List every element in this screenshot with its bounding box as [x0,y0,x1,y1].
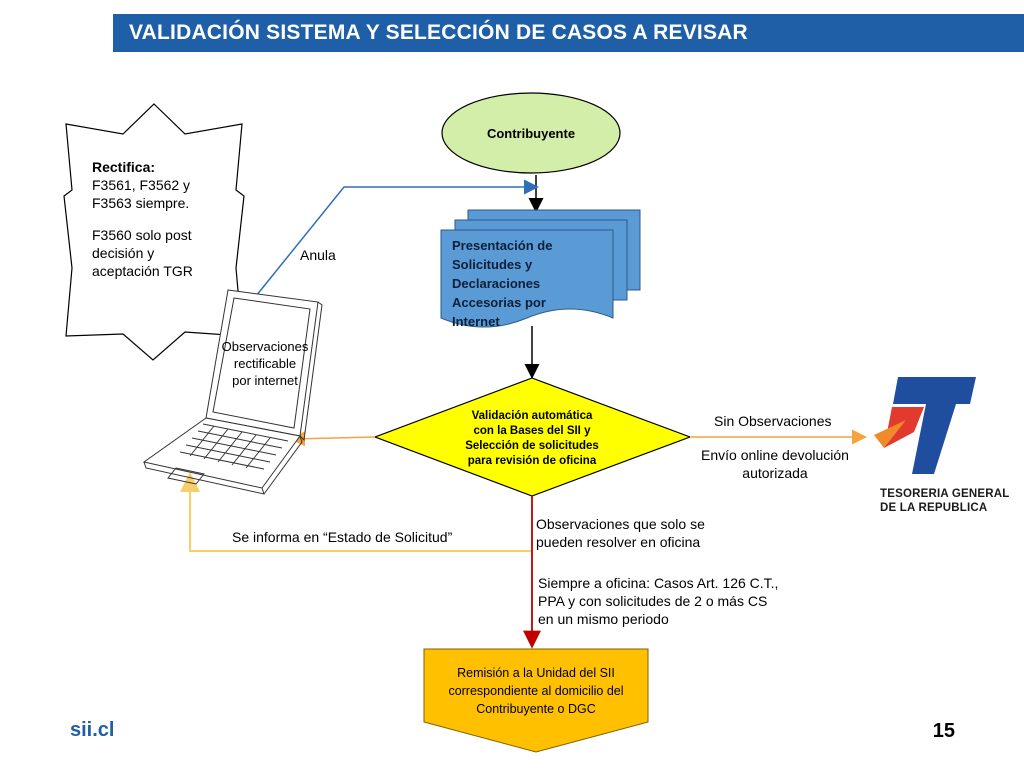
contribuyente-label: Contribuyente [486,126,576,141]
siempre-oficina-text: Siempre a oficina: Casos Art. 126 C.T., … [538,574,818,628]
tgr-line: TESORERIA GENERAL [880,488,1010,500]
validacion-line: con la Bases del SII y [473,425,591,437]
tgr-logo-text: TESORERIA GENERAL DE LA REPUBLICA [880,487,1010,515]
presentacion-text: Presentación de Solicitudes y Declaracio… [452,236,612,331]
rectifica-text: Rectifica: F3561, F3562 y F3563 siempre.… [92,158,232,280]
obs-oficina-line: pueden resolver en oficina [536,534,701,550]
rectifica-line4: decisión y [92,245,155,261]
siempre-line: en un mismo periodo [538,611,669,627]
rectifica-line5: aceptación TGR [92,263,193,279]
envio-online-text: Envío online devolución autorizada [690,446,860,482]
presentacion-line: Accesorias por [452,295,546,310]
siempre-line: PPA y con solicitudes de 2 o más CS [538,593,768,609]
sii-logo: sii.cl [70,719,115,741]
observaciones-rectificable-text: Observaciones rectificable por internet [210,338,320,389]
remision-text: Remisión a la Unidad del SII correspondi… [428,664,644,718]
presentacion-multidoc-shape [440,209,641,328]
presentacion-line: Solicitudes y [452,257,533,272]
validacion-line: Validación automática [471,410,593,422]
rectifica-heading: Rectifica: [92,159,156,175]
sin-observaciones-label: Sin Observaciones [714,413,832,429]
validacion-line: para revisión de oficina [467,455,597,467]
envio-line: Envío online devolución [701,447,849,463]
arrow-validacion-to-laptop [290,431,376,447]
siempre-line: Siempre a oficina: Casos Art. 126 C.T., [538,575,779,591]
anula-blue-connector [255,179,539,297]
presentacion-line: Declaraciones [452,276,541,291]
obs-oficina-text: Observaciones que solo se pueden resolve… [536,515,736,551]
page-number: 15 [932,720,955,742]
obs-oficina-line: Observaciones que solo se [536,516,705,532]
tgr-logo-icon [874,377,976,474]
validacion-line: Selección de solicitudes [465,440,599,452]
presentacion-line: Presentación de [452,238,553,253]
laptop-icon [142,289,323,495]
remision-offpage-shape [423,648,649,753]
presentacion-line: Internet [452,314,500,329]
remision-line: correspondiente al domicilio del [448,684,624,698]
obs-rect-line: rectificable [233,356,297,371]
arrow-estado-solicitud [180,472,532,552]
se-informa-label: Se informa en “Estado de Solicitud” [232,529,453,545]
obs-rect-line: por internet [232,373,298,388]
page-title: VALIDACIÓN SISTEMA Y SELECCIÓN DE CASOS … [113,14,1024,52]
remision-line: Remisión a la Unidad del SII [457,666,615,680]
rectifica-line3: F3560 solo post [92,227,192,243]
obs-rect-line: Observaciones [221,339,309,354]
tgr-line: DE LA REPUBLICA [880,502,988,514]
remision-line: Contribuyente o DGC [476,702,596,716]
envio-line: autorizada [742,465,808,481]
rectifica-line1: F3561, F3562 y [92,177,191,193]
validacion-text: Validación automática con la Bases del S… [440,409,624,469]
anula-label: Anula [300,247,336,263]
rectifica-line2: F3563 siempre. [92,195,190,211]
contribuyente-ellipse [441,92,621,174]
rectifica-seal-shape [63,103,245,361]
